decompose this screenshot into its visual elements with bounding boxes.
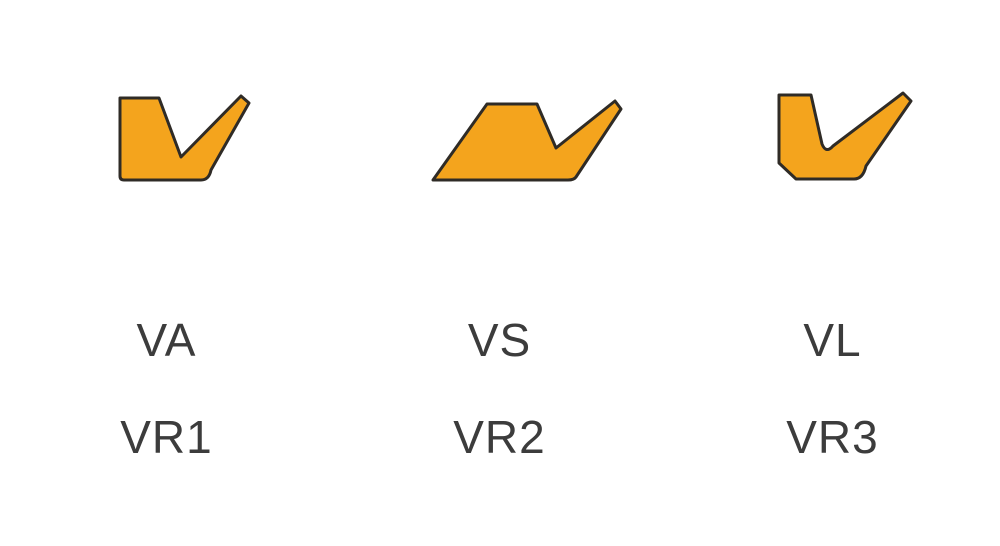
- seal-profile-va-icon: [118, 94, 250, 182]
- profile-code-label: VR3: [786, 411, 879, 463]
- seal-profile-vl-icon: [777, 91, 912, 181]
- column-vs: VS VR2: [333, 0, 666, 546]
- profile-type-label: VL: [803, 314, 862, 366]
- column-va: VA VR1: [0, 0, 333, 546]
- profile-code-label: VR1: [120, 411, 213, 463]
- shape-box-vs: [402, 88, 622, 186]
- seal-profile-vs-icon: [431, 99, 622, 182]
- column-vl: VL VR3: [666, 0, 999, 546]
- shape-box-va: [97, 88, 250, 186]
- profile-type-label: VS: [467, 314, 532, 366]
- profile-code-label: VR2: [453, 411, 546, 463]
- profile-type-label: VA: [136, 314, 197, 366]
- shape-box-vl: [763, 88, 912, 186]
